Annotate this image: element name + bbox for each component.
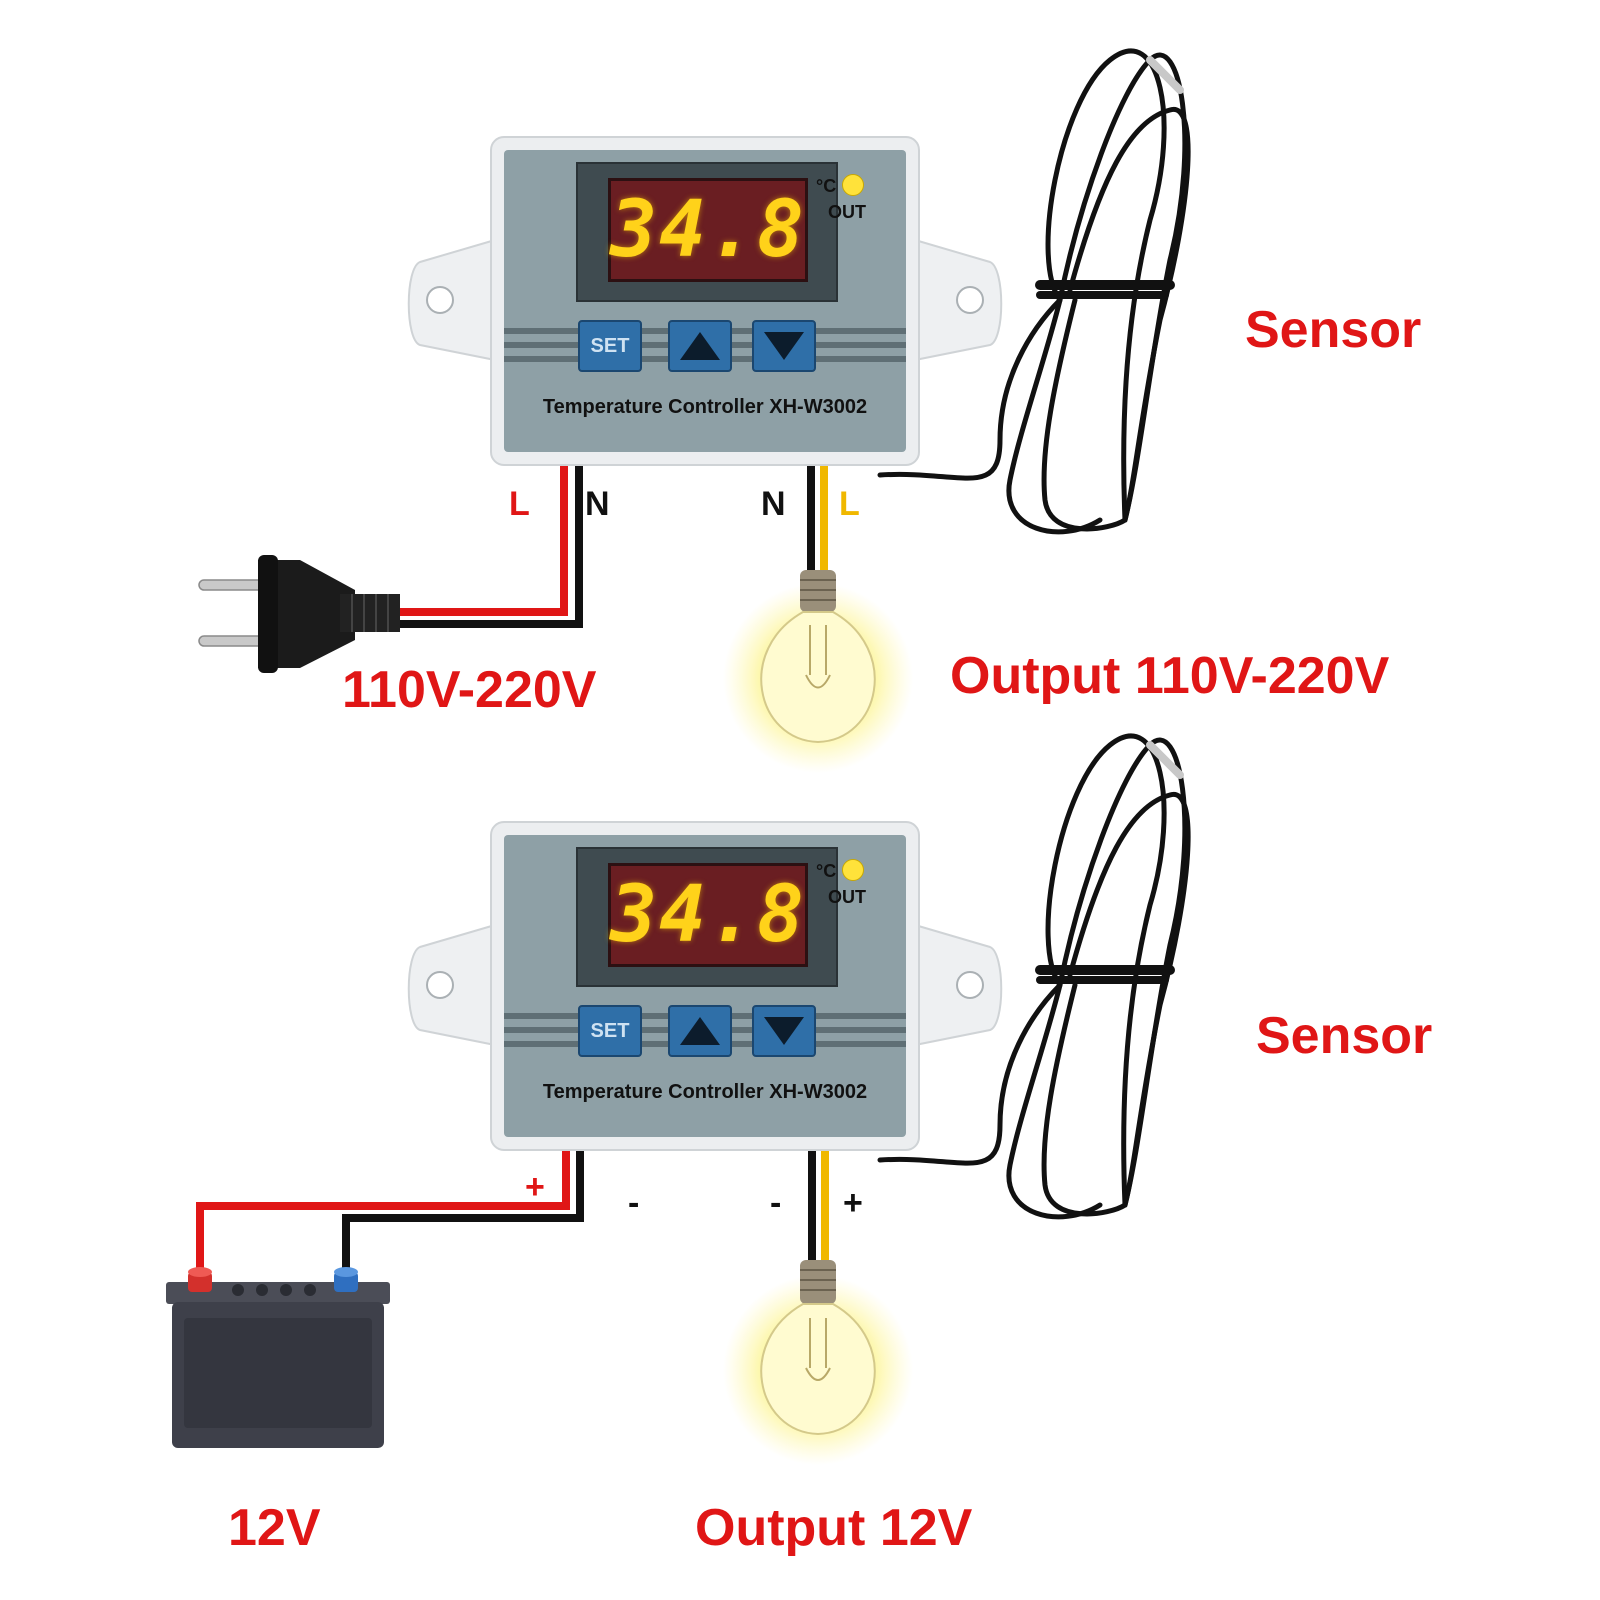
light-bulb-icon [723,1260,913,1465]
bottom-input-wires [196,1150,584,1280]
light-bulb-icon [723,570,913,773]
bottom-mounting-ears [407,923,1003,1047]
bottom-input-voltage-label: 12V [228,1499,321,1557]
set-label: SET [590,1019,630,1042]
led-display: 34.8 [608,178,808,282]
up-arrow-icon [680,1017,720,1045]
unit-label: °C [816,176,837,196]
battery-icon [166,1267,390,1448]
up-arrow-icon [680,332,720,360]
model-text: Temperature Controller XH-W3002 [542,396,868,418]
down-button[interactable] [752,320,816,372]
down-arrow-icon [764,332,804,360]
top-input-wires [398,465,583,628]
bottom-output-wires [808,1150,829,1260]
sensor-cable-icon [877,733,1191,1220]
set-label: SET [590,334,630,357]
bottom-wire-label-minus: - [628,1184,640,1222]
top-output-wire-label-n: N [761,485,786,523]
top-mounting-ears [407,238,1003,362]
led-display: 34.8 [608,863,808,967]
top-output-wires [807,465,828,578]
top-output-wire-label-l: L [839,485,860,523]
down-arrow-icon [764,1017,804,1045]
out-indicator-led [842,859,864,881]
down-button[interactable] [752,1005,816,1057]
unit-label: °C [816,861,837,881]
display-panel: 34.8 [576,847,838,987]
bottom-wire-label-plus: + [525,1168,545,1206]
power-plug-icon [198,555,400,673]
up-button[interactable] [668,1005,732,1057]
bottom-temperature-controller: 34.8 °C OUT SET Temperature Controller X… [490,821,920,1151]
top-temperature-controller: 34.8 °C OUT SET Temperature Controller X… [490,136,920,466]
bottom-output-voltage-label: Output 12V [695,1499,973,1557]
bottom-output-wire-label-minus: - [770,1184,782,1222]
temperature-readout: 34.8 [610,870,806,960]
out-label: OUT [828,887,866,907]
set-button[interactable]: SET [578,320,642,372]
up-button[interactable] [668,320,732,372]
set-button[interactable]: SET [578,1005,642,1057]
out-label: OUT [828,202,866,222]
out-indicator-led [842,174,864,196]
sensor-cable-icon [877,48,1191,535]
top-output-voltage-label: Output 110V-220V [950,647,1390,705]
top-sensor-label: Sensor [1245,301,1422,359]
top-wire-label-l: L [509,485,530,523]
bottom-sensor-label: Sensor [1256,1007,1433,1065]
bottom-output-wire-label-plus: + [843,1184,863,1222]
top-input-voltage-label: 110V-220V [342,661,597,719]
temperature-readout: 34.8 [610,185,806,275]
display-panel: 34.8 [576,162,838,302]
model-text: Temperature Controller XH-W3002 [542,1081,868,1103]
top-wire-label-n: N [585,485,610,523]
